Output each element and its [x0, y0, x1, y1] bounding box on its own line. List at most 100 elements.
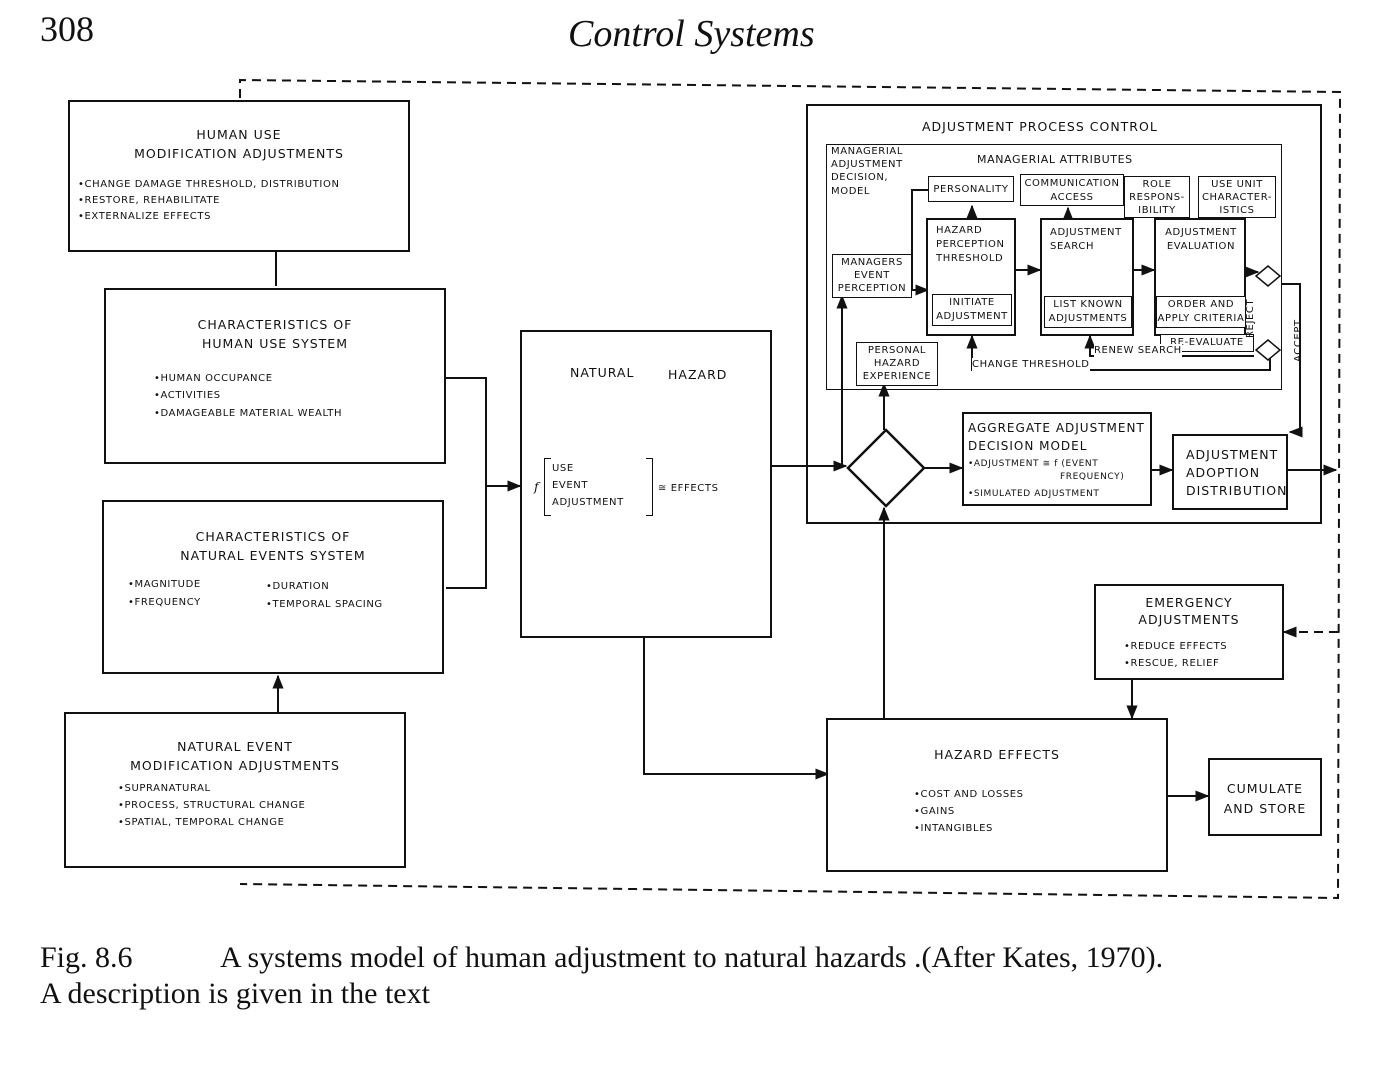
decision-diamond	[846, 428, 926, 508]
function-arg: EVENT	[552, 480, 589, 491]
box-label: LIST KNOWN	[1053, 299, 1123, 310]
box-title: EMERGENCY	[1145, 595, 1233, 610]
model-label: ADJUSTMENT	[831, 159, 903, 170]
list-item: •HUMAN OCCUPANCE	[154, 373, 273, 384]
adjustment-evaluation-box: ADJUSTMENT EVALUATION ORDER AND APPLY CR…	[1154, 218, 1246, 336]
list-item: •RESTORE, REHABILITATE	[78, 195, 221, 206]
list-item: •FREQUENCY	[128, 597, 201, 608]
figure-caption: Fig. 8.6 A systems model of human adjustm…	[40, 940, 1163, 1012]
box-label: ROLE	[1142, 179, 1172, 190]
reevaluate-box: RE-EVALUATE	[1160, 334, 1254, 352]
box-label: ISTICS	[1219, 205, 1255, 216]
adjustment-adoption-box: ADJUSTMENT ADOPTION DISTRIBUTION	[1172, 434, 1288, 510]
small-decision-diamond-bottom	[1254, 339, 1282, 361]
box-label: THRESHOLD	[936, 253, 1004, 264]
list-item: •EXTERNALIZE EFFECTS	[78, 211, 212, 222]
hazard-perception-box: HAZARD PERCEPTION THRESHOLD INITIATE ADJ…	[926, 218, 1016, 336]
natural-event-modification-box: NATURAL EVENT MODIFICATION ADJUSTMENTS •…	[64, 712, 406, 868]
box-label: APPLY CRITERIA	[1157, 313, 1245, 324]
list-item: •REDUCE EFFECTS	[1124, 641, 1228, 652]
accept-label: ACCEPT	[1293, 319, 1304, 362]
natural-hazard-box: NATURAL HAZARD f USE EVENT ADJUSTMENT ≅ …	[520, 330, 772, 638]
box-label: COMMUNICATION	[1024, 178, 1120, 189]
box-title: HUMAN USE	[196, 127, 282, 142]
page-number: 308	[40, 9, 94, 49]
list-item: •TEMPORAL SPACING	[266, 599, 383, 610]
adjustment-process-control-box: ADJUSTMENT PROCESS CONTROL	[806, 104, 1322, 524]
attributes-title: MANAGERIAL ATTRIBUTES	[977, 153, 1133, 166]
list-item: •ADJUSTMENT ≅ f (EVENT	[968, 459, 1099, 469]
box-title: HUMAN USE SYSTEM	[202, 336, 348, 351]
box-label: IBILITY	[1138, 205, 1176, 216]
box-label: ADJUSTMENT	[1165, 227, 1237, 238]
box-title: NATURAL EVENTS SYSTEM	[180, 548, 366, 563]
list-item: •SPATIAL, TEMPORAL CHANGE	[118, 817, 285, 828]
box-label: EVENT	[853, 270, 891, 281]
box-label: MANAGERS	[841, 257, 903, 268]
model-label: DECISION,	[831, 172, 889, 183]
initiate-adjustment-box: INITIATE ADJUSTMENT	[932, 294, 1012, 326]
box-label: PERSONALITY	[933, 184, 1009, 195]
aggregate-decision-box: AGGREGATE ADJUSTMENT DECISION MODEL •ADJ…	[962, 412, 1152, 506]
function-bracket-right	[646, 458, 653, 516]
caption-text: A systems model of human adjustment to n…	[220, 941, 1164, 974]
box-title: ADJUSTMENTS	[1138, 612, 1240, 627]
box-title: HAZARD	[668, 367, 728, 382]
function-arg: USE	[552, 463, 574, 474]
order-apply-box: ORDER AND APPLY CRITERIA	[1156, 296, 1246, 328]
personal-hazard-experience-box: PERSONAL HAZARD EXPERIENCE	[856, 342, 938, 386]
box-title: CHARACTERISTICS OF	[195, 529, 351, 544]
box-label: RE-EVALUATE	[1170, 337, 1244, 348]
change-threshold-label: CHANGE THRESHOLD	[972, 358, 1090, 371]
human-use-system-box: CHARACTERISTICS OF HUMAN USE SYSTEM •HUM…	[104, 288, 446, 464]
box-label: RESPONS-	[1129, 192, 1185, 203]
caption-text-line2: A description is given in the text	[40, 977, 430, 1010]
box-label: EXPERIENCE	[862, 371, 932, 382]
box-title: ADOPTION	[1186, 465, 1261, 480]
box-label: SEARCH	[1050, 241, 1095, 252]
list-item: •SUPRANATURAL	[118, 783, 211, 794]
box-label: ADJUSTMENT	[1050, 227, 1122, 238]
box-title: MODIFICATION ADJUSTMENTS	[134, 146, 344, 161]
box-label: USE UNIT	[1211, 179, 1263, 190]
box-title: HAZARD EFFECTS	[934, 747, 1060, 762]
hazard-effects-box: HAZARD EFFECTS •COST AND LOSSES •GAINS •…	[826, 718, 1168, 872]
box-title: AGGREGATE ADJUSTMENT	[968, 421, 1145, 435]
box-label: ADJUSTMENT	[936, 311, 1008, 322]
box-label: ORDER AND	[1167, 299, 1235, 310]
box-title: AND STORE	[1223, 801, 1307, 816]
list-item: •CHANGE DAMAGE THRESHOLD, DISTRIBUTION	[78, 179, 340, 190]
box-label: CHARACTER-	[1201, 192, 1273, 203]
box-title: CUMULATE	[1226, 781, 1304, 796]
small-decision-diamond-top	[1254, 265, 1282, 287]
list-item: •SIMULATED ADJUSTMENT	[968, 489, 1100, 499]
list-item: •DAMAGEABLE MATERIAL WEALTH	[154, 408, 343, 419]
box-label: PERSONAL	[867, 345, 927, 356]
managerial-model-box: MANAGERIAL ADJUSTMENT DECISION, MODEL MA…	[826, 144, 1282, 390]
renew-search-label: RENEW SEARCH	[1094, 344, 1182, 357]
reject-label: REJECT	[1245, 298, 1256, 338]
box-title: CHARACTERISTICS OF	[197, 317, 353, 332]
list-known-box: LIST KNOWN ADJUSTMENTS	[1044, 296, 1132, 328]
caption-label: Fig. 8.6	[40, 941, 133, 974]
box-label: PERCEPTION	[837, 283, 907, 294]
box-title: ADJUSTMENT	[1186, 447, 1279, 462]
function-symbol: f	[534, 479, 540, 494]
list-item: •DURATION	[266, 581, 330, 592]
managers-event-perception-box: MANAGERS EVENT PERCEPTION	[832, 254, 912, 298]
box-label: INITIATE	[949, 297, 995, 308]
list-item: •MAGNITUDE	[128, 579, 201, 590]
list-item: •INTANGIBLES	[914, 823, 993, 834]
human-use-modification-box: HUMAN USE MODIFICATION ADJUSTMENTS •CHAN…	[68, 100, 410, 252]
model-label: MANAGERIAL	[831, 146, 903, 157]
box-title: ADJUSTMENT PROCESS CONTROL	[922, 119, 1158, 134]
role-box: ROLE RESPONS- IBILITY	[1124, 176, 1190, 218]
natural-events-system-box: CHARACTERISTICS OF NATURAL EVENTS SYSTEM…	[102, 500, 444, 674]
box-label: PERCEPTION	[936, 239, 1005, 250]
box-title: NATURAL EVENT	[177, 739, 293, 754]
box-label: ADJUSTMENTS	[1048, 313, 1128, 324]
function-bracket-left	[544, 458, 551, 516]
box-title: DECISION MODEL	[968, 439, 1088, 453]
box-label: HAZARD	[936, 225, 983, 236]
